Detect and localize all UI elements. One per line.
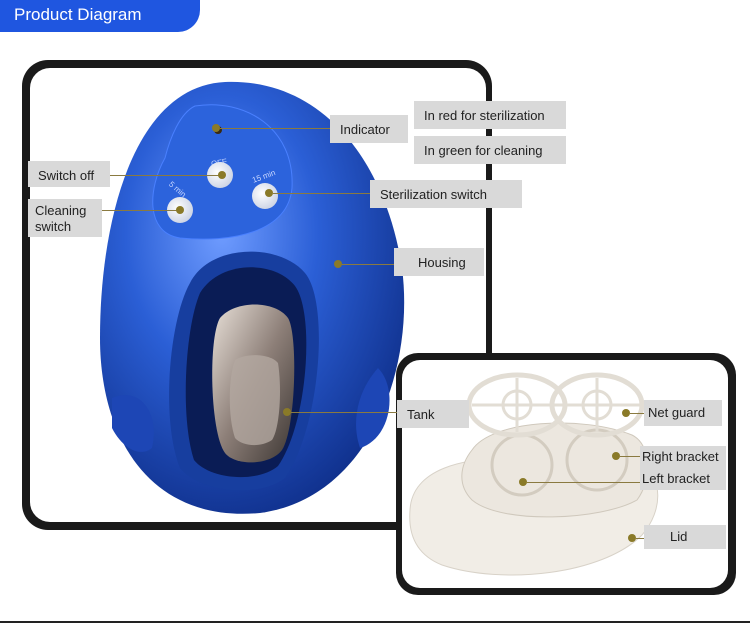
- housing-label: Housing: [394, 248, 484, 276]
- switch-off-dot: [218, 171, 226, 179]
- red-sterilization-label: In red for sterilization: [414, 101, 566, 129]
- bracket-shape: [461, 422, 649, 518]
- lid-leader: [636, 538, 644, 539]
- left-bracket-label: Left bracket: [640, 468, 726, 490]
- housing-dot: [334, 260, 342, 268]
- sterilization-switch-dot: [265, 189, 273, 197]
- cleaning-switch-dot: [176, 206, 184, 214]
- green-cleaning-label: In green for cleaning: [414, 136, 566, 164]
- tank-leader: [291, 412, 397, 413]
- right-bracket-leader: [620, 456, 640, 457]
- indicator-leader: [220, 128, 330, 129]
- main-image-area: OFF 5 min 15 min: [30, 68, 486, 522]
- accessory-illustration: [409, 372, 659, 576]
- lid-label: Lid: [644, 525, 726, 549]
- net-guard-dot: [622, 409, 630, 417]
- sterilization-switch-button: [252, 183, 278, 209]
- indicator-dot: [212, 124, 220, 132]
- housing-leader: [342, 264, 394, 265]
- tank-dot: [283, 408, 291, 416]
- tank-label: Tank: [397, 400, 469, 428]
- device-illustration: OFF 5 min 15 min: [100, 81, 405, 514]
- cleaning-switch-label: Cleaning switch: [28, 199, 102, 237]
- right-bracket-dot: [612, 452, 620, 460]
- right-bracket-label: Right bracket: [640, 446, 726, 468]
- accessory-image-area: [402, 360, 728, 588]
- switch-off-label: Switch off: [28, 161, 110, 187]
- sterilization-switch-leader: [273, 193, 370, 194]
- header-tab: Product Diagram: [0, 0, 200, 32]
- left-bracket-leader: [527, 482, 640, 483]
- net-guard-leader: [630, 413, 644, 414]
- cleaning-switch-leader: [102, 210, 180, 211]
- switch-off-leader: [110, 175, 220, 176]
- sterilization-switch-label: Sterilization switch: [370, 180, 522, 208]
- bottom-divider: [0, 621, 750, 623]
- net-guard-label: Net guard: [644, 400, 722, 426]
- indicator-label: Indicator: [330, 115, 408, 143]
- left-bracket-dot: [519, 478, 527, 486]
- page-title: Product Diagram: [14, 5, 142, 24]
- lid-dot: [628, 534, 636, 542]
